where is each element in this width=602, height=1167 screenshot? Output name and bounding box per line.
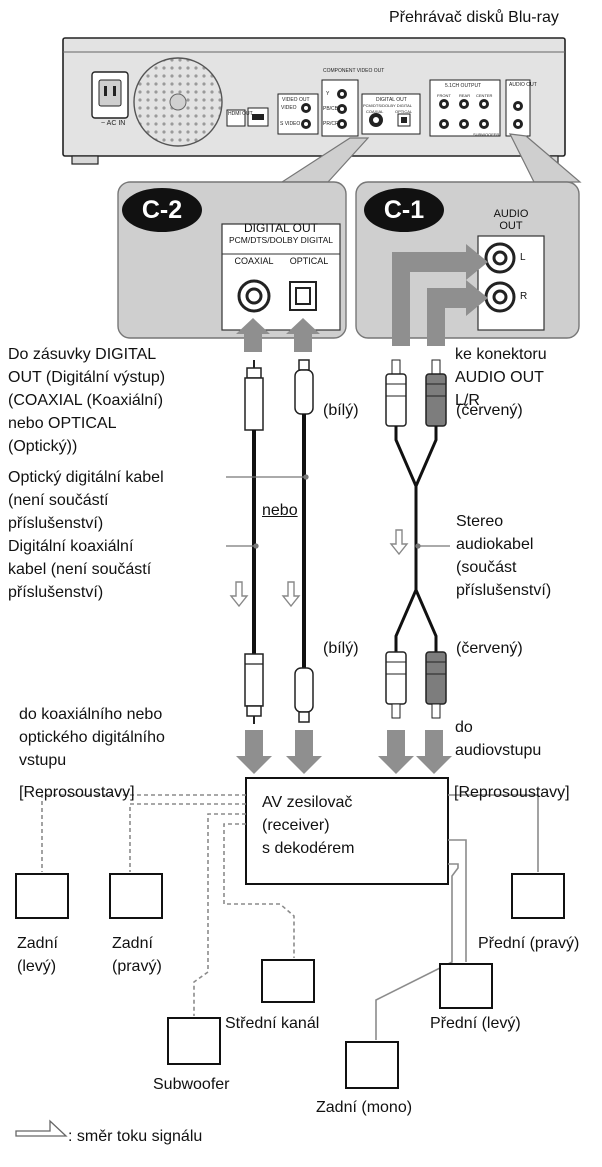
rear-51ch-label: 5.1CH OUTPUT: [445, 83, 482, 89]
speaker-rear-right: [109, 873, 163, 919]
optical-cable: [294, 359, 314, 723]
speaker-rear-left: [15, 873, 69, 919]
rear-center-label: CENTER: [476, 93, 493, 98]
label-speakers-right: [Reprosoustavy]: [454, 784, 570, 801]
label-optical-cable: Optický digitální kabel (není součástí p…: [8, 469, 164, 532]
speaker-front-left: [439, 963, 493, 1009]
label-red-bottom: (červený): [456, 640, 523, 657]
component-out-group: [321, 79, 359, 137]
cooling-fan: [133, 57, 223, 147]
c1-right-label: R: [520, 291, 528, 302]
speaker-rear-right-label: Zadní (pravý): [112, 935, 162, 975]
label-speakers-left: [Reprosoustavy]: [19, 784, 135, 801]
badge-c2: [122, 188, 202, 232]
rear-front-label: FRONT: [437, 93, 451, 98]
digital-out-group: [361, 93, 421, 135]
c2-optical-label: OPTICAL: [289, 256, 329, 266]
label-white-top: (bílý): [323, 402, 359, 419]
c1-heading: AUDIO OUT: [493, 208, 529, 232]
speaker-rear-mono-label: Zadní (mono): [316, 1099, 413, 1116]
receiver-label: AV zesilovač (receiver) s dekodérem: [262, 794, 355, 857]
speaker-rear-mono: [345, 1041, 399, 1089]
av-receiver-box: [245, 777, 449, 885]
rear-hdmi-label: HDMI OUT: [228, 111, 253, 117]
ch51-output-group: [429, 79, 501, 137]
hdmi-out-port: [226, 107, 269, 127]
rear-rear-label: REAR: [459, 93, 471, 98]
c2-heading: DIGITAL OUT: [243, 221, 318, 235]
speaker-center: [261, 959, 315, 1003]
audio-out-group: [505, 79, 531, 137]
badge-c1-label: C-1: [383, 196, 425, 224]
player-title: Přehrávač disků Blu-ray: [389, 9, 559, 26]
label-or: nebo: [262, 502, 298, 519]
label-to-coax-optical-in: do koaxiálního nebo optického digitálníh…: [19, 706, 165, 769]
speaker-wiring-dashed: [41, 794, 295, 1016]
legend-arrow-icon: [15, 1119, 68, 1137]
coaxial-cable: [244, 360, 264, 724]
speaker-front-right: [511, 873, 565, 919]
speaker-front-left-label: Přední (levý): [430, 1015, 521, 1032]
speaker-rear-left-label: Zadní (levý): [17, 935, 58, 975]
rear-s-video-label: S VIDEO: [280, 121, 301, 127]
lower-signal-arrows: [236, 730, 452, 774]
speaker-wiring-solid: [375, 794, 539, 1040]
rear-optical-label: OPTICAL: [395, 109, 413, 114]
rear-coaxial-label: COAXIAL: [366, 109, 384, 114]
ac-in-socket: [91, 71, 129, 119]
stereo-audio-cable: [385, 359, 447, 719]
speaker-center-label: Střední kanál: [225, 1015, 320, 1032]
label-white-bottom: (bílý): [323, 640, 359, 657]
badge-c2-label: C-2: [141, 196, 183, 224]
label-to-audio-in: do audiovstupu: [455, 719, 542, 759]
legend-text: : směr toku signálu: [68, 1128, 203, 1145]
rear-video-label: VIDEO: [281, 105, 297, 111]
label-to-audio-out: ke konektoru AUDIO OUT L/R: [455, 346, 547, 409]
speaker-front-right-label: Přední (pravý): [478, 935, 580, 952]
rear-component-label: COMPONENT VIDEO OUT: [323, 68, 385, 74]
leader-lines: [226, 474, 450, 549]
rear-pb-label: PB/CB: [323, 106, 339, 112]
speaker-boxes: [15, 873, 565, 1089]
rear-digital-out-label: DIGITAL OUT: [376, 97, 407, 103]
upper-signal-arrows: [236, 244, 488, 352]
c2-subheading: PCM/DTS/DOLBY DIGITAL: [228, 235, 334, 245]
video-out-group: [277, 93, 319, 135]
c2-coaxial-label: COAXIAL: [234, 256, 274, 266]
label-stereo-cable: Stereo audiokabel (součást příslušenství…: [456, 513, 552, 599]
c1-left-label: L: [520, 252, 526, 263]
rear-subwoofer-label: SUBWOOFER: [473, 132, 500, 137]
rear-ac-in-label: ~ AC IN: [101, 120, 126, 127]
speaker-subwoofer: [167, 1017, 221, 1065]
rear-audio-out-label: AUDIO OUT: [509, 82, 537, 88]
rear-pr-label: PR/CR: [323, 121, 339, 127]
rear-digital-sub-label: PCM/DTS/DOLBY DIGITAL: [363, 103, 412, 108]
label-red-top: (červený): [456, 402, 523, 419]
rear-video-out-label: VIDEO OUT: [282, 97, 310, 103]
hollow-flow-arrows: [229, 529, 409, 608]
label-to-digital-out: Do zásuvky DIGITAL OUT (Digitální výstup…: [8, 346, 166, 455]
speaker-subwoofer-label: Subwoofer: [153, 1076, 230, 1093]
badge-c1: [364, 188, 444, 232]
rear-y-label: Y: [326, 91, 330, 97]
label-coax-cable: Digitální koaxiální kabel (není součástí…: [8, 538, 152, 601]
